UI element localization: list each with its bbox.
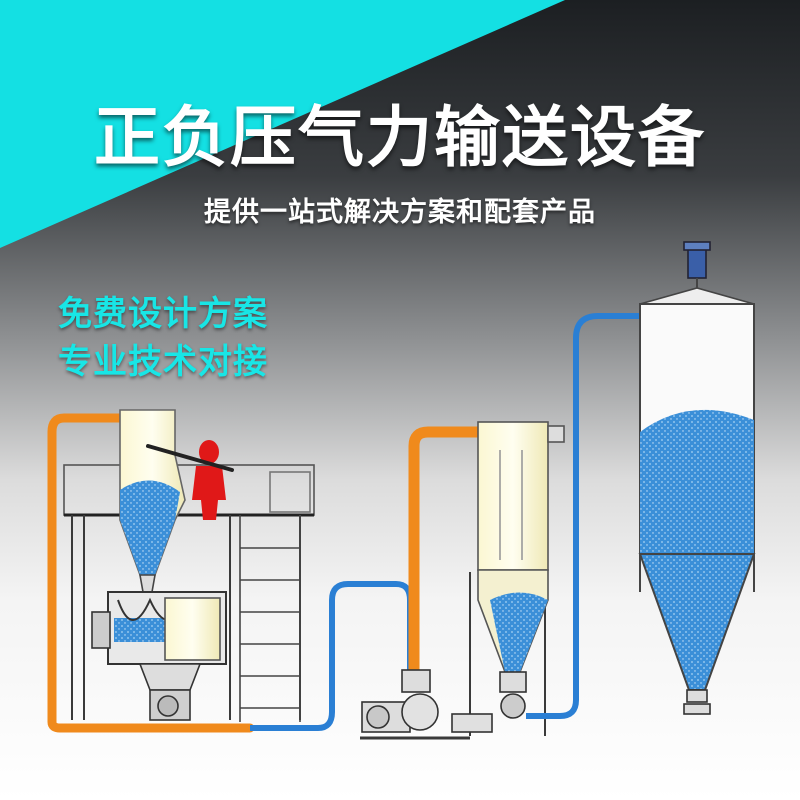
- roots-blower: [360, 669, 493, 740]
- banner-subtitle: 提供一站式解决方案和配套产品: [204, 197, 596, 228]
- cyan-diagonal-band: [0, 0, 565, 248]
- promo-line-tech-support: 专业技术对接: [58, 342, 268, 382]
- storage-silo: [638, 241, 756, 715]
- ladder: [239, 515, 301, 722]
- blue-conveying-pipe-1: [250, 581, 413, 731]
- blue-conveying-pipe-2: [526, 313, 640, 719]
- operator-wand: [146, 444, 234, 472]
- orange-return-pipe: [408, 426, 491, 680]
- silo-cone: [638, 553, 756, 691]
- promo-line-free-design: 免费设计方案: [58, 294, 268, 334]
- cyclone-filter-station: [360, 421, 565, 740]
- banner-title: 正负压气力输送设备: [94, 99, 706, 176]
- mixer-station: [47, 409, 315, 733]
- operator-figure: [192, 440, 226, 520]
- bag-filter: [477, 421, 549, 571]
- orange-feed-pipe: [47, 413, 255, 733]
